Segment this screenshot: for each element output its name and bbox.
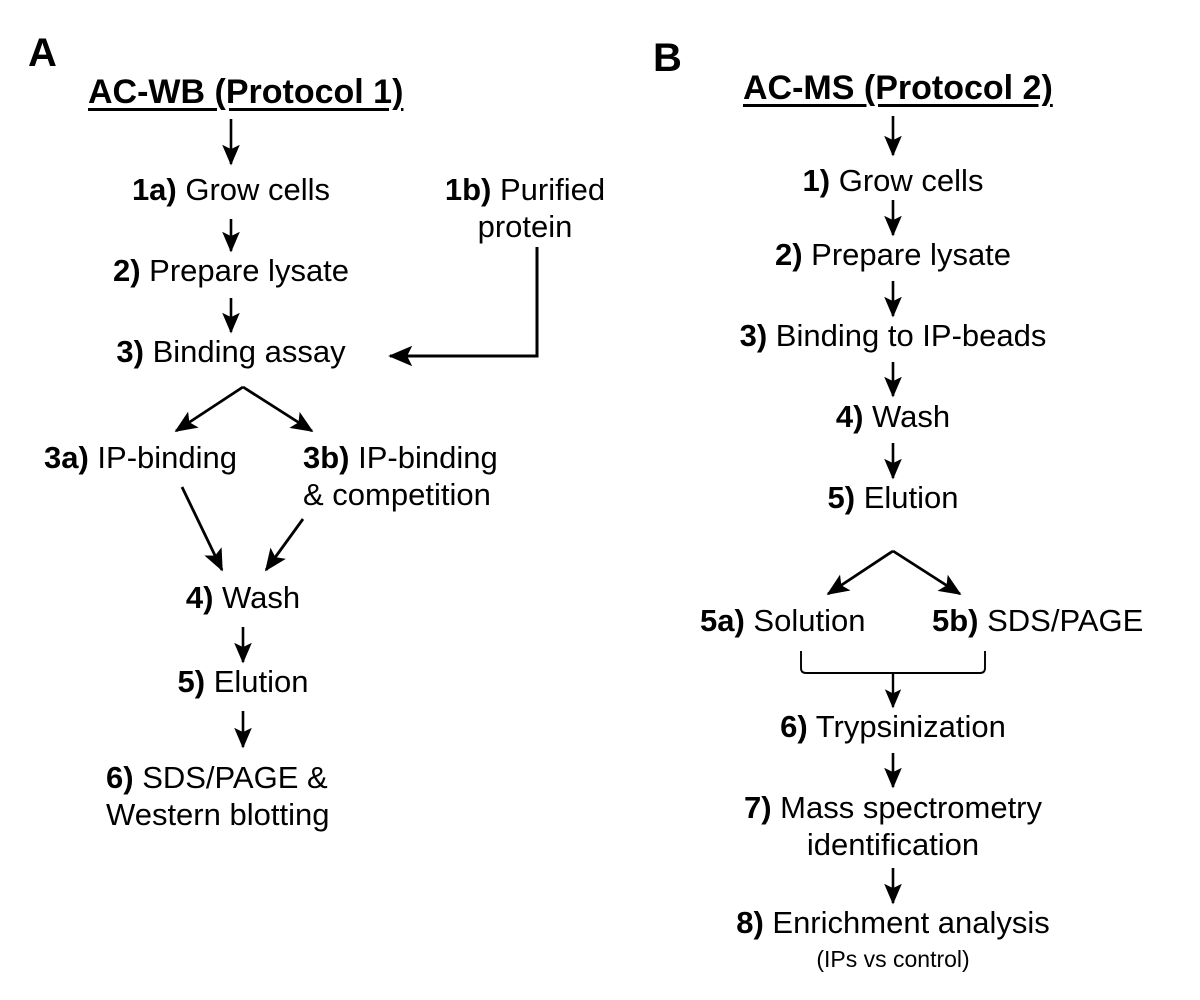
step-b-6-number: 6)	[780, 709, 808, 744]
step-a-4-label: Wash	[213, 580, 301, 615]
step-b-8-label: Enrichment analysis	[763, 905, 1050, 940]
step-a-6-line1: 6) SDS/PAGE &	[106, 760, 406, 797]
step-a-3b: 3b) IP-binding & competition	[303, 440, 543, 513]
step-b-2-number: 2)	[774, 237, 803, 272]
step-b-6-label: Trypsinization	[807, 709, 1006, 744]
step-a-6-label: SDS/PAGE &	[133, 760, 328, 795]
arrow-a-3b-to-4	[264, 518, 305, 572]
step-a-6: 6) SDS/PAGE & Western blotting	[106, 760, 406, 833]
arrow-a-3-to-3a	[174, 385, 244, 433]
step-b-7-line2: identification	[806, 826, 980, 862]
step-b-3-label: Binding to IP-beads	[767, 318, 1047, 353]
step-a-4: 4) Wash	[186, 580, 300, 617]
step-b-5b-label: SDS/PAGE	[978, 603, 1144, 638]
panel-label-a: A	[28, 31, 57, 75]
step-a-5: 5) Elution	[178, 664, 309, 701]
step-a-2-label: Prepare lysate	[140, 253, 350, 288]
step-b-5a: 5a) Solution	[700, 603, 865, 640]
panel-b-title: AC-MS (Protocol 2)	[743, 69, 1053, 107]
step-b-3: 3) Binding to IP-beads	[740, 318, 1047, 355]
step-a-4-number: 4)	[185, 580, 214, 615]
panel-label-b: B	[653, 36, 682, 80]
step-a-3-label: Binding assay	[143, 334, 346, 369]
step-b-8-number: 8)	[736, 905, 764, 940]
step-b-5a-number: 5a)	[700, 603, 745, 638]
step-a-1b-line1: 1b) Purified	[410, 172, 640, 209]
step-b-4-number: 4)	[835, 399, 864, 434]
step-b-5: 5) Elution	[828, 480, 959, 517]
step-a-5-label: Elution	[205, 664, 309, 699]
step-a-3b-number: 3b)	[303, 440, 350, 475]
step-b-6: 6) Trypsinization	[780, 709, 1006, 746]
step-b-1: 1) Grow cells	[803, 163, 984, 200]
step-b-4: 4) Wash	[836, 399, 950, 436]
step-a-3b-line2: & competition	[303, 476, 491, 512]
step-a-1a-label: Grow cells	[176, 172, 331, 207]
step-a-3-number: 3)	[116, 334, 144, 369]
arrow-a-3a-to-4	[180, 486, 224, 572]
step-a-1b: 1b) Purified protein	[410, 172, 640, 245]
step-a-1b-number: 1b)	[444, 172, 492, 207]
step-a-1b-label: Purified	[491, 172, 606, 207]
step-b-3-number: 3)	[739, 318, 768, 353]
step-b-1-label: Grow cells	[830, 163, 984, 198]
step-b-5-number: 5)	[827, 480, 856, 515]
step-b-7-label: Mass spectrometry	[771, 790, 1043, 825]
step-a-6-line2: Western blotting	[106, 796, 330, 832]
step-b-2-label: Prepare lysate	[802, 237, 1012, 272]
step-a-5-number: 5)	[177, 664, 206, 699]
step-b-5b-number: 5b)	[932, 603, 979, 638]
step-a-3a: 3a) IP-binding	[44, 440, 237, 477]
step-b-2: 2) Prepare lysate	[775, 237, 1011, 274]
step-a-3a-number: 3a)	[44, 440, 89, 475]
arrow-a-3-to-3b	[242, 385, 314, 433]
step-b-5-label: Elution	[855, 480, 959, 515]
panel-a-title: AC-WB (Protocol 1)	[88, 73, 404, 111]
arrow-a-1b-to-3-elbow	[388, 247, 539, 367]
step-a-3b-line1: 3b) IP-binding	[303, 440, 543, 477]
step-a-2-number: 2)	[112, 253, 141, 288]
step-b-7-number: 7)	[743, 790, 772, 825]
step-b-7-line1: 7) Mass spectrometry	[683, 790, 1103, 827]
step-b-8: 8) Enrichment analysis	[736, 905, 1050, 942]
step-b-1-number: 1)	[802, 163, 831, 198]
step-a-2: 2) Prepare lysate	[113, 253, 349, 290]
step-a-3b-label: IP-binding	[349, 440, 498, 475]
bracket-b-5a-5b-merge	[800, 651, 986, 709]
step-a-3a-label: IP-binding	[88, 440, 238, 475]
step-b-8-subnote: (IPs vs control)	[816, 946, 970, 972]
step-b-7: 7) Mass spectrometry identification	[683, 790, 1103, 863]
step-a-1a-number: 1a)	[131, 172, 177, 207]
step-a-3: 3) Binding assay	[116, 334, 345, 371]
arrow-b-5-to-5b	[892, 549, 962, 596]
step-b-4-label: Wash	[863, 399, 951, 434]
arrow-b-5-to-5a	[826, 549, 894, 596]
step-a-6-number: 6)	[106, 760, 134, 795]
step-a-1b-line2: protein	[477, 208, 573, 244]
step-b-5b: 5b) SDS/PAGE	[932, 603, 1143, 640]
step-b-5a-label: Solution	[744, 603, 866, 638]
step-a-1a: 1a) Grow cells	[132, 172, 330, 209]
